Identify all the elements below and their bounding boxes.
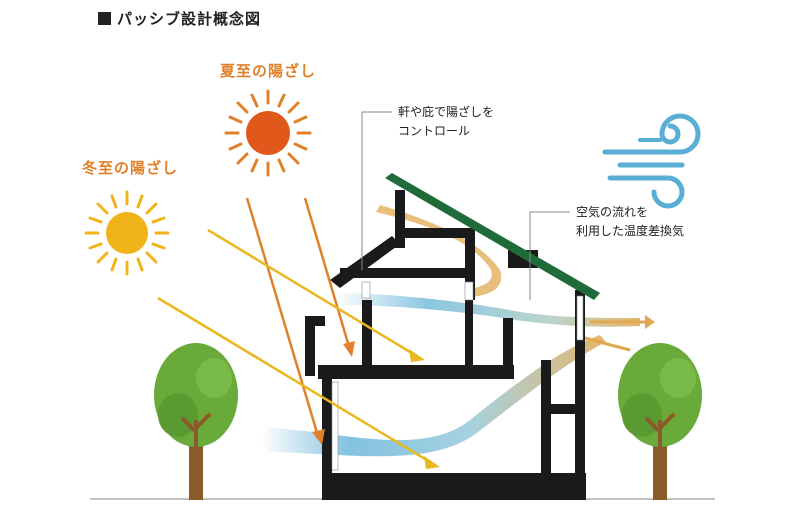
winter-sun-icon [84,190,170,276]
air-note-line2: 利用した温度差換気 [576,224,685,238]
upper-air-flow [335,293,640,327]
winter-ray-2-arrowhead [424,456,440,469]
summer-ray-1-arrowhead [312,429,325,445]
winter-ray-2 [157,296,431,464]
summer-rays [245,197,352,437]
wind-icon [602,113,701,209]
winter-sun-label: 冬至の陽ざし [82,159,179,177]
eave-note: 軒や庇で陽ざしを コントロール [398,103,494,141]
eave-note-line2: コントロール [398,124,471,138]
leader-lines [361,111,570,300]
house-section [305,190,586,500]
summer-ray-2 [303,197,352,351]
exhaust-arrowhead-1 [645,315,655,329]
roof [385,173,600,300]
exhaust-arrow-2 [584,336,631,352]
air-note-line1: 空気の流れを [576,205,649,219]
summer-ray-1 [245,197,320,437]
summer-sun-icon [224,89,312,177]
title-square-icon [98,12,111,25]
tree-left-icon [154,343,238,500]
title-text: パッシブ設計概念図 [117,10,262,28]
winter-rays [157,228,431,464]
windows [331,281,584,471]
eave-note-line1: 軒や庇で陽ざしを [398,105,495,119]
lower-air-flow [262,335,606,457]
diagram-title: パッシブ設計概念図 [98,8,261,29]
winter-ray-1-arrowhead [409,349,425,362]
attic-air-flow [376,205,502,297]
air-note: 空気の流れを 利用した温度差換気 [576,203,684,241]
winter-ray-1 [207,228,416,357]
tree-right-icon [618,343,702,500]
summer-ray-2-arrowhead [343,341,355,357]
summer-sun-label: 夏至の陽ざし [220,62,317,80]
